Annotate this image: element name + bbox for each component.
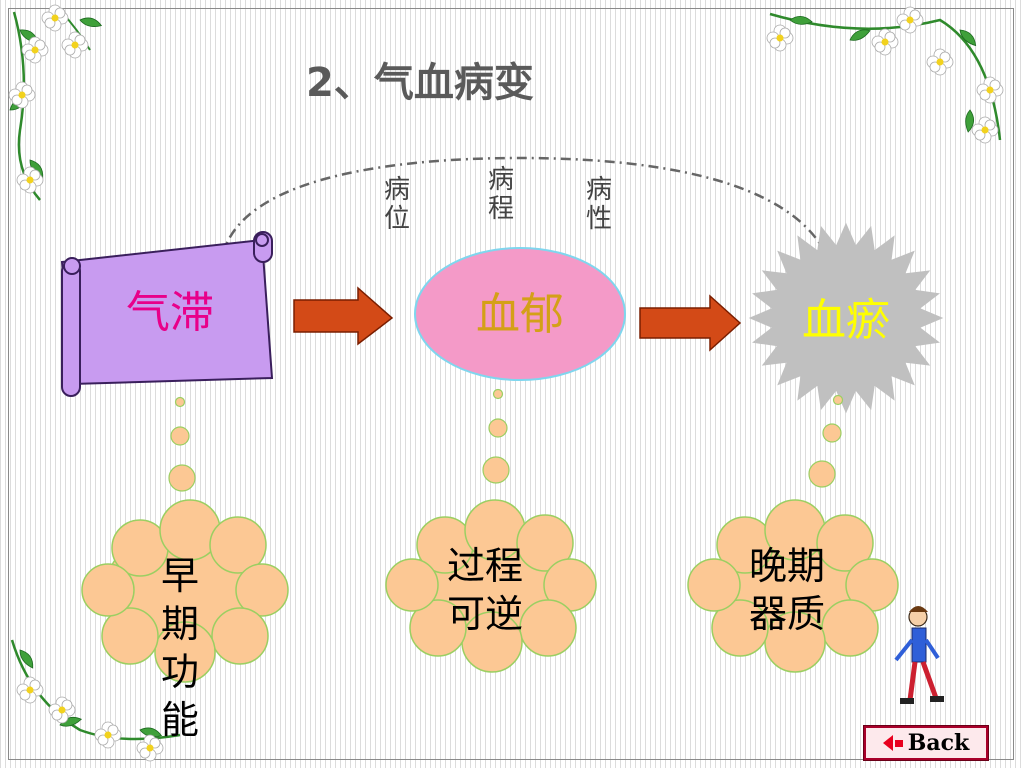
thought-bubbles-middle <box>482 388 510 484</box>
relation-char: 位 <box>383 204 410 234</box>
relation-char: 性 <box>585 204 612 234</box>
relation-arc <box>220 156 830 259</box>
arrow-qizhi-to-xueyu <box>293 286 394 346</box>
relation-char: 程 <box>487 194 514 224</box>
cloud-left <box>81 499 289 683</box>
relation-char: 病 <box>487 165 514 195</box>
back-button[interactable]: Back <box>863 725 989 761</box>
cloud-label-reversible: 过程 可逆 <box>430 542 540 638</box>
node-label-qizhi: 气滞 <box>126 287 214 338</box>
cloud-line: 过程 <box>446 544 523 588</box>
flower-vine-top-right <box>766 6 1004 144</box>
thought-bubbles-left <box>168 396 196 492</box>
arrow-xueyu-to-xueyu2 <box>639 294 742 352</box>
node-xueyu2-starburst <box>748 222 944 414</box>
cloud-right <box>687 499 899 673</box>
walking-man-figure <box>894 606 944 704</box>
relation-label-location: 病 位 <box>380 176 414 234</box>
relation-char: 病 <box>383 175 410 205</box>
cloud-line: 晚期 <box>748 544 825 588</box>
relation-label-nature: 病 性 <box>582 176 616 234</box>
relation-char: 病 <box>585 175 612 205</box>
slide-title: 2、气血病变 <box>306 60 534 106</box>
cloud-line: 早 <box>160 554 199 598</box>
left-arrow-icon-tail <box>894 739 903 747</box>
cloud-middle <box>385 499 597 673</box>
cloud-line: 可逆 <box>446 592 523 636</box>
back-button-label: Back <box>907 730 970 756</box>
node-xueyu-ellipse <box>414 247 626 381</box>
cloud-line: 能 <box>160 698 199 742</box>
node-label-xueyu: 血郁 <box>476 289 564 340</box>
cloud-label-early: 早 期 功 能 <box>150 552 210 744</box>
thought-bubbles-right <box>808 394 844 488</box>
cloud-line: 功 <box>160 650 199 694</box>
node-label-xueyu2: 血瘀 <box>802 295 890 346</box>
slide-frame <box>8 8 1014 760</box>
node-qizhi-scroll <box>60 231 274 397</box>
relation-label-course: 病 程 <box>484 166 518 224</box>
flower-vine-bottom-left <box>10 639 181 762</box>
cloud-line: 期 <box>160 602 199 646</box>
cloud-line: 器质 <box>748 592 825 636</box>
cloud-label-late: 晚期 器质 <box>732 542 842 638</box>
left-arrow-icon <box>882 735 893 751</box>
flower-vine-top-left <box>6 4 103 201</box>
